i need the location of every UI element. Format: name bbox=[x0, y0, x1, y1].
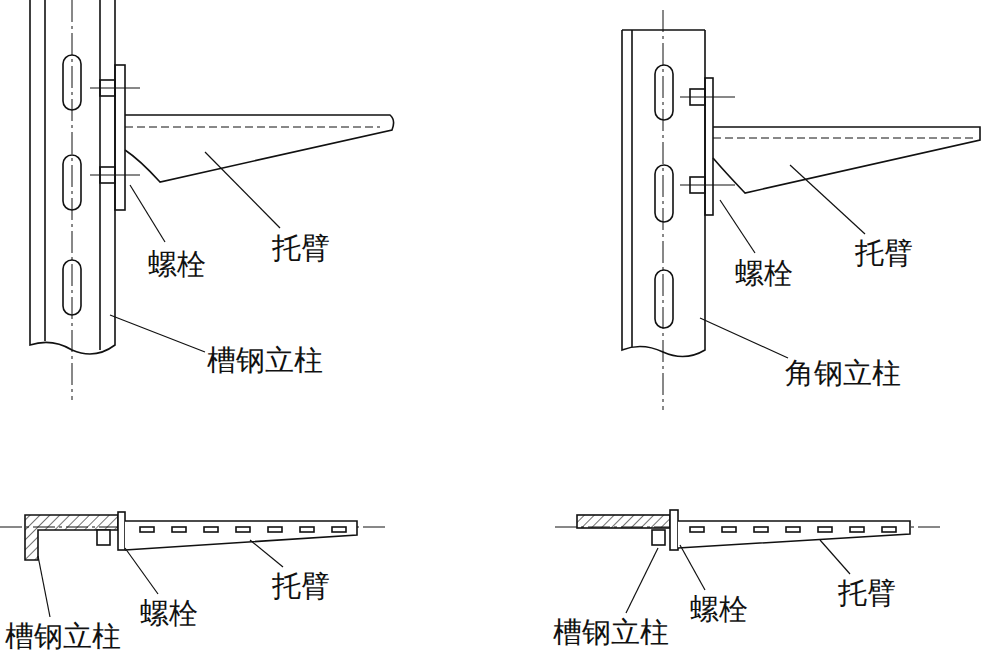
part-label: 角钢立柱 bbox=[785, 356, 901, 390]
part-label: 托臂 bbox=[272, 569, 330, 603]
part-label: 螺栓 bbox=[735, 256, 793, 290]
bracket-arm bbox=[705, 78, 980, 215]
part-label: 槽钢立柱 bbox=[553, 615, 669, 649]
part-label: 托臂 bbox=[272, 231, 330, 265]
bracket-arm bbox=[115, 65, 394, 210]
bolt-symbol bbox=[90, 80, 140, 183]
part-label: 槽钢立柱 bbox=[207, 343, 323, 377]
leader-line bbox=[110, 152, 280, 352]
channel-column bbox=[30, 0, 115, 400]
part-label: 螺栓 bbox=[140, 596, 198, 630]
part-label: 托臂 bbox=[838, 576, 896, 610]
channel-section bbox=[0, 512, 385, 560]
channel-section bbox=[555, 510, 940, 550]
part-label: 螺栓 bbox=[690, 592, 748, 626]
bracket-arm bbox=[125, 521, 357, 550]
part-label: 螺栓 bbox=[148, 247, 206, 281]
part-label: 托臂 bbox=[855, 236, 913, 270]
part-label: 槽钢立柱 bbox=[5, 619, 121, 653]
bolt-symbol bbox=[680, 89, 735, 193]
angle-column bbox=[622, 10, 705, 410]
leader-line bbox=[700, 165, 865, 358]
bracket-arm bbox=[678, 521, 910, 548]
